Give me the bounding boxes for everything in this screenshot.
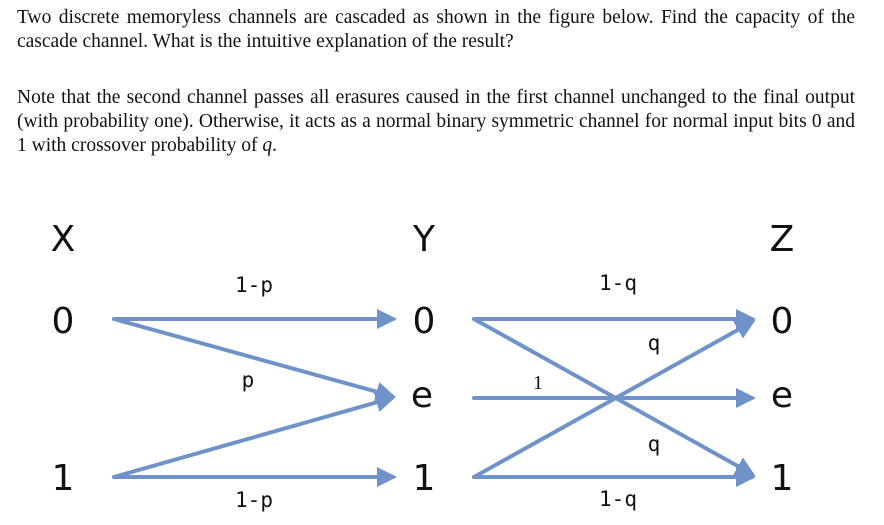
problem-paragraph-2: Note that the second channel passes all …: [17, 86, 855, 158]
problem-paragraph-1-text: Two discrete memoryless channels are cas…: [17, 7, 855, 52]
label-ch1-bottom: 1-p: [235, 488, 273, 512]
column-label-x: X: [51, 219, 76, 260]
edge-x0-ye: [112, 317, 396, 402]
z-node-e: e: [771, 375, 793, 416]
label-ch2-erasure: 1: [533, 372, 543, 394]
label-ch1-top: 1-p: [235, 273, 273, 297]
column-label-z: Z: [770, 219, 795, 260]
problem-paragraph-2-suffix: .: [272, 135, 277, 156]
label-ch1-middle: p: [242, 368, 255, 392]
edge-y1-z0: [472, 320, 756, 479]
edge-x1-ye: [112, 392, 396, 479]
z-node-1: 1: [771, 458, 794, 499]
cascade-channel-diagram: X Y Z 0 1 0 e 1 0 e 1 1-p p 1-p 1-q q 1 …: [51, 219, 795, 512]
y-node-0: 0: [413, 301, 436, 342]
column-label-y: Y: [412, 219, 436, 260]
label-ch2-bottom: 1-q: [599, 487, 637, 511]
y-node-1: 1: [413, 458, 436, 499]
problem-paragraph-2-prefix: Note that the second channel passes all …: [17, 87, 855, 156]
crossover-variable: q: [262, 135, 273, 156]
label-ch2-upper-cross: q: [648, 331, 661, 355]
label-ch2-lower-cross: q: [648, 432, 661, 456]
x-node-1: 1: [52, 458, 75, 499]
z-node-0: 0: [771, 301, 794, 342]
problem-paragraph-1: Two discrete memoryless channels are cas…: [17, 6, 855, 54]
label-ch2-top: 1-q: [599, 271, 637, 295]
y-node-e: e: [411, 375, 433, 416]
x-node-0: 0: [52, 301, 75, 342]
